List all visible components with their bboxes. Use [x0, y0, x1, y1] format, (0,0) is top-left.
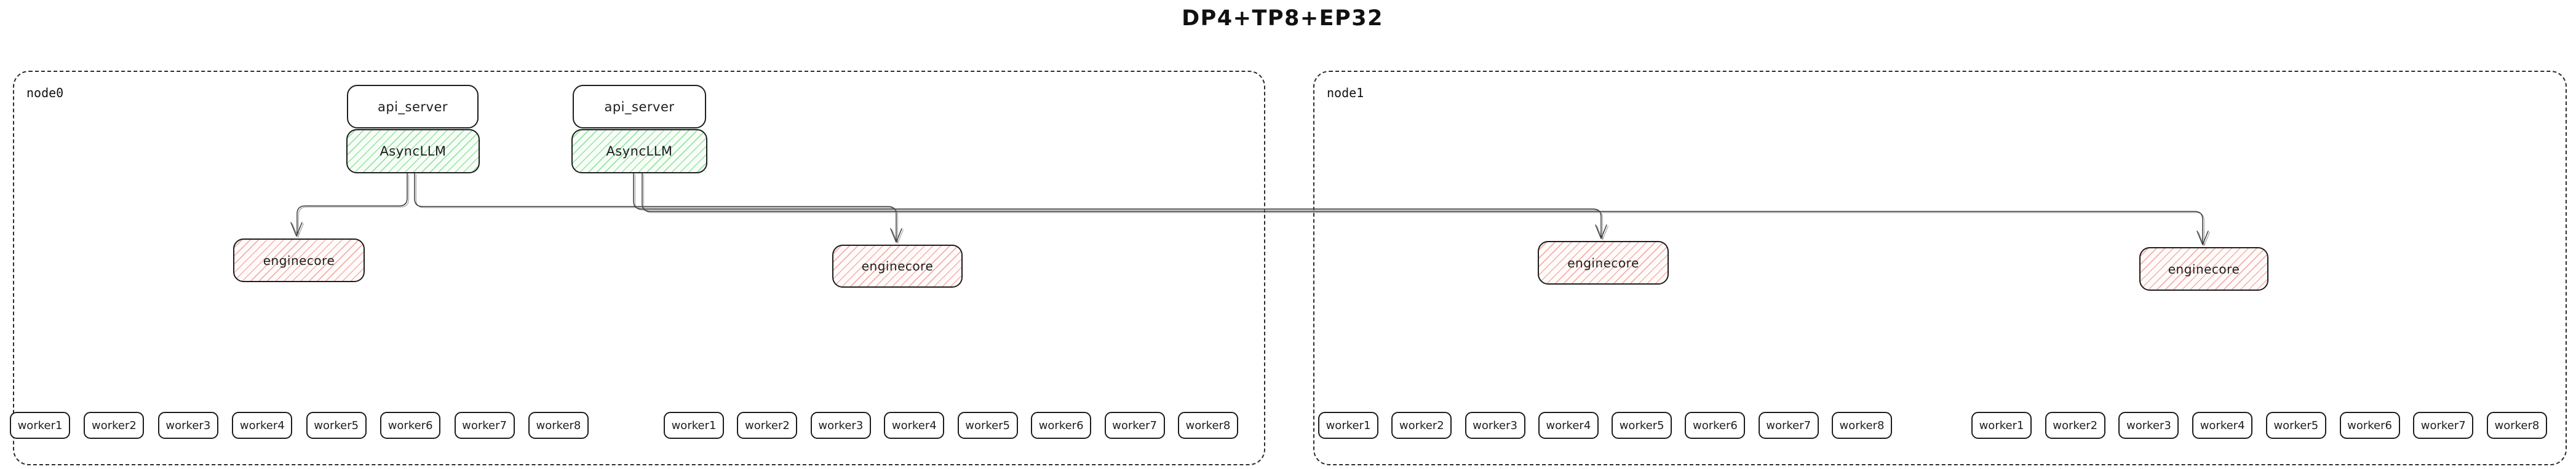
- enginecore-box-4: enginecore: [2139, 247, 2268, 291]
- edge-asyncllm2-enginecore4: [642, 173, 2210, 246]
- worker-box: worker4: [1538, 412, 1599, 439]
- api-server-box-2: api_server: [573, 85, 706, 128]
- worker-box: worker6: [2339, 412, 2400, 439]
- worker-box: worker2: [2045, 412, 2105, 439]
- worker-box: worker3: [2118, 412, 2179, 439]
- worker-box: worker8: [2486, 412, 2547, 439]
- worker-box: worker4: [232, 412, 293, 439]
- enginecore-box-2: enginecore: [832, 245, 963, 288]
- worker-box: worker3: [157, 412, 218, 439]
- edge-asyncllm1-enginecore2: [414, 173, 904, 244]
- worker-box: worker3: [810, 412, 871, 439]
- worker-box: worker6: [1685, 412, 1746, 439]
- asyncllm-box-2: AsyncLLM: [571, 129, 707, 173]
- asyncllm-box-1: AsyncLLM: [346, 129, 480, 173]
- worker-row-2: worker1 worker2 worker3 worker4 worker5 worke…: [664, 412, 1238, 439]
- worker-box: worker1: [1318, 412, 1378, 439]
- worker-box: worker2: [1391, 412, 1452, 439]
- diagram-title: DP4+TP8+EP32: [1182, 6, 1383, 31]
- worker-box: worker4: [884, 412, 945, 439]
- worker-box: worker5: [957, 412, 1018, 439]
- worker-row-1: worker1 worker2 worker3 worker4 worker5 worke…: [10, 412, 589, 439]
- worker-row-4: worker1 worker2 worker3 worker4 worker5 worke…: [1971, 412, 2547, 439]
- worker-box: worker2: [84, 412, 145, 439]
- worker-box: worker4: [2192, 412, 2253, 439]
- worker-box: worker2: [737, 412, 798, 439]
- node1-label: node1: [1327, 85, 1364, 100]
- worker-box: worker1: [1971, 412, 2032, 439]
- edge-asyncllm1-enginecore1: [290, 173, 409, 238]
- worker-box: worker5: [306, 412, 367, 439]
- node0-label: node0: [26, 85, 64, 100]
- worker-box: worker8: [1831, 412, 1892, 439]
- worker-box: worker3: [1465, 412, 1525, 439]
- worker-box: worker1: [664, 412, 724, 439]
- worker-box: worker6: [1031, 412, 1092, 439]
- worker-box: worker7: [1758, 412, 1819, 439]
- worker-box: worker5: [2265, 412, 2326, 439]
- worker-box: worker1: [10, 412, 70, 439]
- api-server-box-1: api_server: [347, 85, 479, 128]
- worker-row-3: worker1 worker2 worker3 worker4 worker5 worke…: [1318, 412, 1892, 439]
- worker-box: worker7: [1104, 412, 1165, 439]
- worker-box: worker7: [454, 412, 515, 439]
- worker-box: worker6: [380, 412, 441, 439]
- worker-box: worker8: [1177, 412, 1238, 439]
- worker-box: worker5: [1612, 412, 1672, 439]
- node0-container: node0: [13, 71, 1265, 465]
- worker-box: worker7: [2413, 412, 2474, 439]
- node1-container: node1: [1313, 71, 2567, 465]
- enginecore-box-1: enginecore: [233, 238, 365, 282]
- enginecore-box-3: enginecore: [1538, 241, 1669, 285]
- worker-box: worker8: [528, 412, 589, 439]
